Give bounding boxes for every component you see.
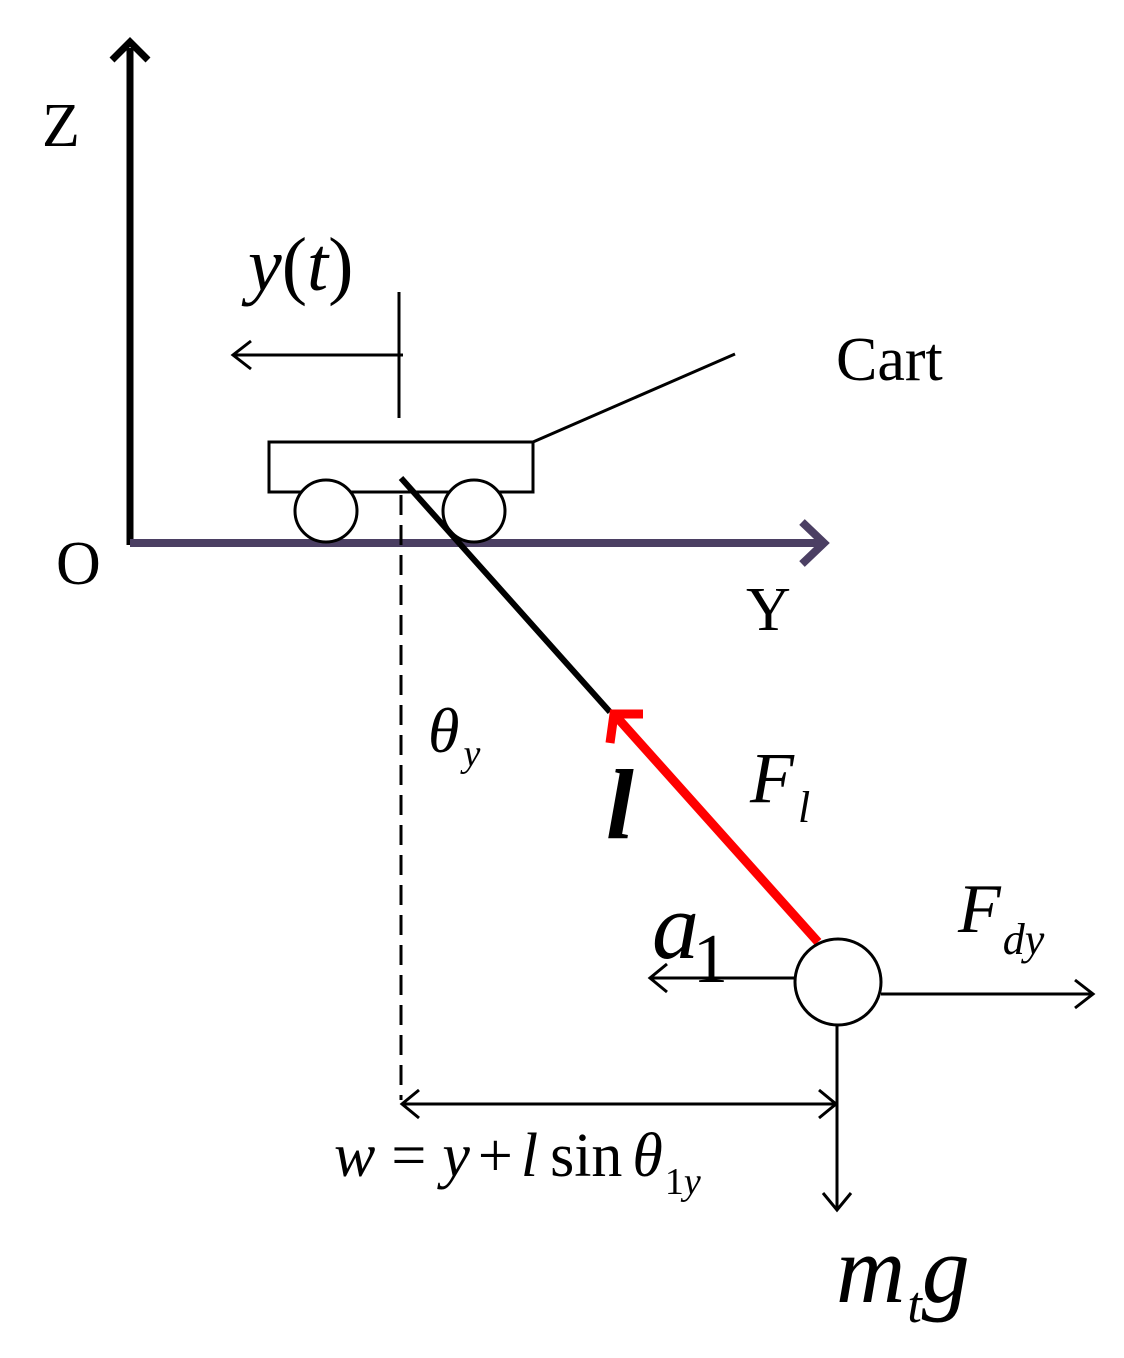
gravity-arrow — [821, 1025, 853, 1213]
z-axis — [109, 37, 151, 545]
cart-wheel-right — [441, 478, 507, 544]
cart-callout-line — [532, 352, 736, 444]
cart-label: Cart — [836, 326, 943, 394]
cart-wheel-left — [293, 478, 359, 544]
payload-mass — [793, 937, 883, 1027]
cart-displacement — [230, 292, 403, 418]
acceleration-label: a1 — [652, 875, 728, 998]
tension-force-label: Fl — [749, 738, 810, 832]
cart — [267, 440, 535, 544]
cart-displacement-label: y(t) — [241, 223, 353, 307]
rope — [398, 476, 613, 714]
rope-length-label: l — [606, 749, 634, 860]
z-axis-label: Z — [42, 92, 80, 160]
origin-label: O — [56, 530, 101, 598]
weight-label: mtg — [836, 1216, 970, 1334]
y-axis-label: Y — [746, 576, 791, 644]
tension-force-arrow — [605, 709, 822, 946]
acceleration-arrow — [647, 962, 795, 994]
horizontal-displacement-arrow — [399, 1088, 839, 1120]
drag-force-arrow — [881, 978, 1096, 1010]
drag-force-label: Fdy — [957, 871, 1045, 964]
